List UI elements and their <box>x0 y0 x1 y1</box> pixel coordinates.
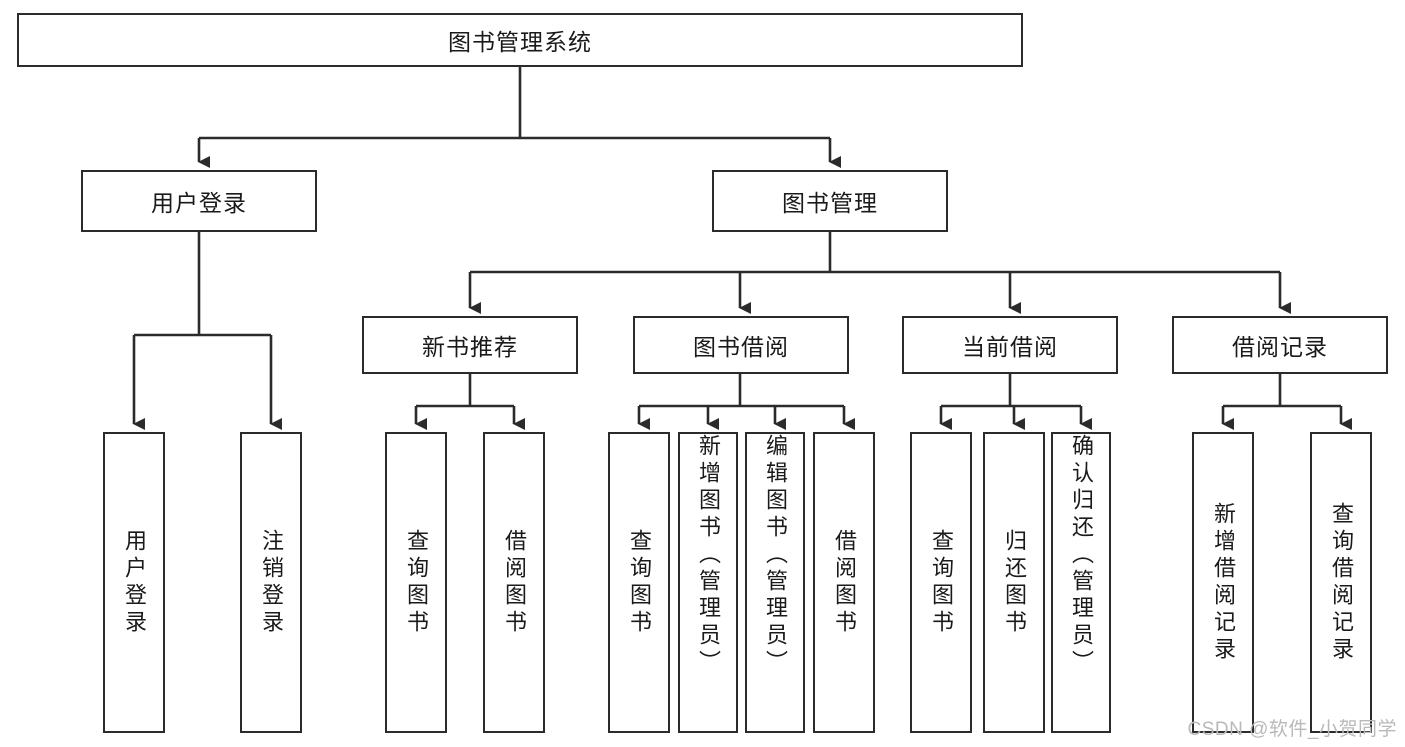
node-leaf-query-book-1-label: 查询图书 <box>404 528 429 637</box>
csdn-watermark: CSDN @软件_小贺同学 <box>1187 719 1397 740</box>
node-leaf-query-book-2[interactable]: 查询图书 <box>608 432 670 733</box>
node-leaf-user-logout-label: 注销登录 <box>259 528 284 637</box>
node-leaf-confirm-return-label: 确认归还（管理员） <box>1069 434 1094 677</box>
node-leaf-borrow-book-1-label: 借阅图书 <box>502 528 527 637</box>
node-borrow-record[interactable]: 借阅记录 <box>1172 316 1388 374</box>
node-book-manage[interactable]: 图书管理 <box>712 170 948 232</box>
node-root[interactable]: 图书管理系统 <box>17 13 1023 67</box>
node-leaf-user-login[interactable]: 用户登录 <box>103 432 165 733</box>
node-leaf-query-record[interactable]: 查询借阅记录 <box>1310 432 1372 733</box>
node-leaf-user-login-label: 用户登录 <box>122 528 147 637</box>
node-leaf-user-logout[interactable]: 注销登录 <box>240 432 302 733</box>
node-leaf-query-book-3-label: 查询图书 <box>929 528 954 637</box>
node-current-borrow-label: 当前借阅 <box>962 334 1058 360</box>
node-leaf-add-book-label: 新增图书（管理员） <box>696 434 721 677</box>
node-leaf-query-book-2-label: 查询图书 <box>627 528 652 637</box>
node-current-borrow[interactable]: 当前借阅 <box>902 316 1118 374</box>
node-leaf-borrow-book-1[interactable]: 借阅图书 <box>483 432 545 733</box>
node-user-login-label: 用户登录 <box>151 190 247 216</box>
node-book-borrow-label: 图书借阅 <box>693 334 789 360</box>
node-new-book-recommend-label: 新书推荐 <box>422 334 518 360</box>
node-root-label: 图书管理系统 <box>448 29 592 55</box>
node-leaf-query-record-label: 查询借阅记录 <box>1329 501 1354 664</box>
node-leaf-return-book-label: 归还图书 <box>1002 528 1027 637</box>
node-leaf-add-book[interactable]: 新增图书（管理员） <box>678 432 738 733</box>
node-borrow-record-label: 借阅记录 <box>1232 334 1328 360</box>
node-new-book-recommend[interactable]: 新书推荐 <box>362 316 578 374</box>
node-leaf-edit-book[interactable]: 编辑图书（管理员） <box>745 432 805 733</box>
node-leaf-add-record[interactable]: 新增借阅记录 <box>1192 432 1254 733</box>
node-leaf-borrow-book-2-label: 借阅图书 <box>832 528 857 637</box>
node-leaf-query-book-1[interactable]: 查询图书 <box>385 432 447 733</box>
node-leaf-query-book-3[interactable]: 查询图书 <box>910 432 972 733</box>
node-leaf-return-book[interactable]: 归还图书 <box>983 432 1045 733</box>
node-leaf-confirm-return[interactable]: 确认归还（管理员） <box>1051 432 1111 733</box>
node-book-manage-label: 图书管理 <box>782 190 878 216</box>
node-leaf-add-record-label: 新增借阅记录 <box>1211 501 1236 664</box>
node-user-login[interactable]: 用户登录 <box>81 170 317 232</box>
node-leaf-edit-book-label: 编辑图书（管理员） <box>763 434 788 677</box>
node-leaf-borrow-book-2[interactable]: 借阅图书 <box>813 432 875 733</box>
node-book-borrow[interactable]: 图书借阅 <box>633 316 849 374</box>
